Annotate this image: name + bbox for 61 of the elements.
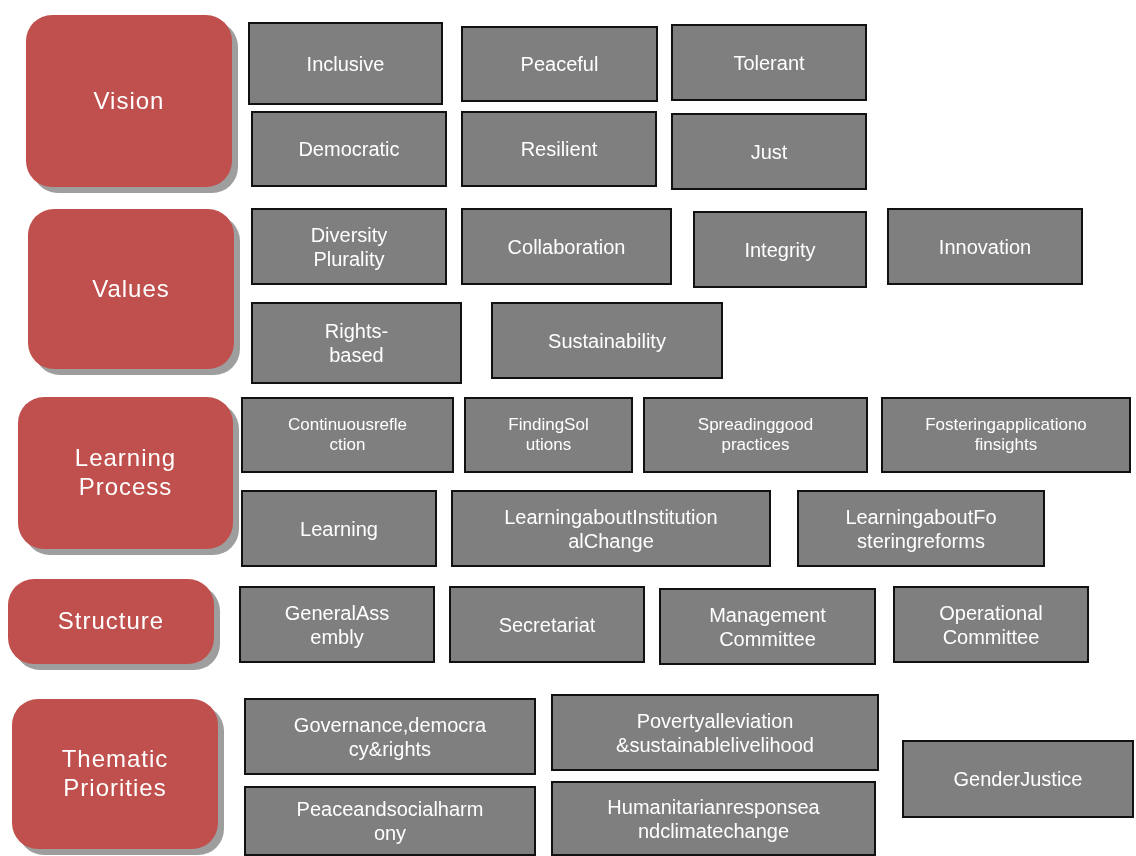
item-label: Governance,democra cy&rights (293, 712, 487, 761)
item-label: Spreadinggood practices (697, 414, 814, 456)
item-label: Diversity Plurality (310, 222, 388, 271)
item-box (643, 397, 868, 473)
category-label: Values (92, 274, 170, 304)
category-label: Thematic Priorities (61, 745, 169, 803)
item-label: Secretariat (498, 612, 596, 637)
item-label: GenderJustice (953, 767, 1083, 791)
item-box (671, 24, 867, 101)
item-box (551, 781, 876, 856)
item-label: Integrity (744, 237, 816, 262)
item-box (241, 397, 454, 473)
item-label: GeneralAss embly (284, 600, 390, 649)
item-box (902, 740, 1134, 818)
item-box (248, 22, 443, 105)
item-label: Tolerant (733, 50, 805, 75)
item-label: Collaboration (507, 234, 626, 259)
item-label: Management Committee (709, 602, 826, 651)
item-box (893, 586, 1089, 663)
item-label: Rights-based (324, 319, 389, 367)
item-box (251, 111, 447, 187)
item-box (461, 111, 657, 187)
category-label: Learning Process (74, 444, 177, 502)
item-label: LearningaboutFo steringreforms (845, 504, 997, 553)
item-box (251, 302, 462, 384)
item-box (797, 490, 1045, 567)
item-label: Peaceandsocialharm ony (296, 797, 484, 845)
item-box (693, 211, 867, 288)
item-box (881, 397, 1131, 473)
item-label: Learning (300, 516, 378, 541)
item-label: Humanitarianresponsea ndclimatechange (607, 794, 820, 843)
item-box (551, 694, 879, 771)
item-box (887, 208, 1083, 285)
item-box (244, 786, 536, 856)
item-label: Povertyalleviation &sustainablelivelihood (616, 708, 814, 757)
item-box (449, 586, 645, 663)
item-box (251, 208, 447, 285)
item-label: Operational Committee (939, 600, 1043, 649)
item-label: Fosteringapplicationo finsights (925, 414, 1087, 456)
category-label: Vision (93, 86, 165, 116)
item-box (239, 586, 435, 663)
item-label: LearningaboutInstitution alChange (504, 504, 718, 553)
item-label: Resilient (520, 137, 598, 161)
category-label: Structure (57, 607, 165, 636)
item-label: FindingSol utions (508, 414, 589, 456)
item-label: Sustainability (548, 328, 666, 353)
item-box (244, 698, 536, 775)
item-box (671, 113, 867, 190)
item-label: Continuousrefle ction (287, 414, 408, 456)
item-box (461, 208, 672, 285)
item-box (461, 26, 658, 102)
item-box (464, 397, 633, 473)
item-box (659, 588, 876, 665)
item-label: Innovation (938, 234, 1032, 259)
item-label: Democratic (298, 137, 400, 161)
item-label: Just (750, 139, 788, 164)
item-label: Peaceful (520, 52, 599, 76)
item-label: Inclusive (306, 51, 385, 76)
item-box (491, 302, 723, 379)
item-box (451, 490, 771, 567)
item-box (241, 490, 437, 567)
